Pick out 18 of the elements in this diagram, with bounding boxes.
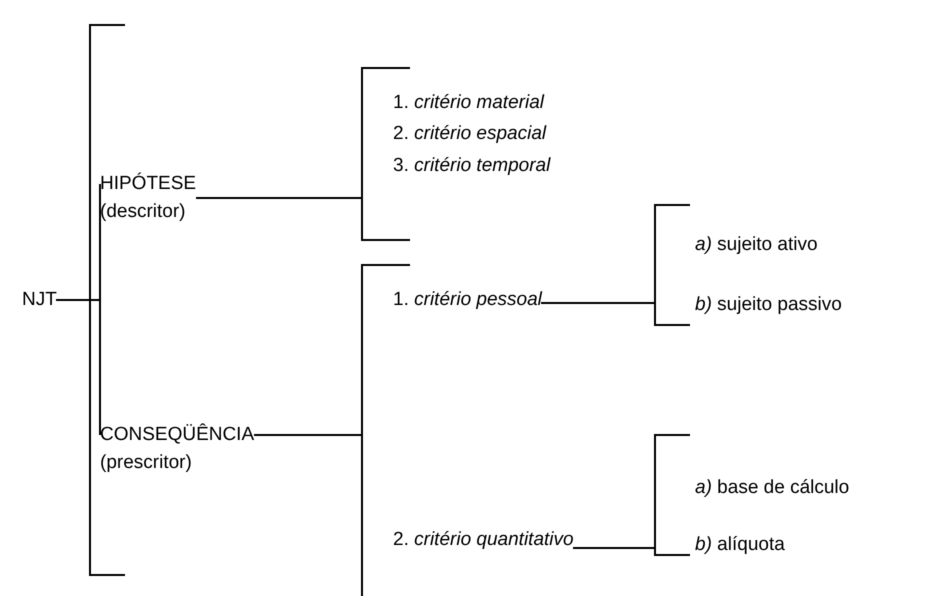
node-sublabel: (prescritor) [100, 451, 192, 475]
connector-line [573, 545, 656, 549]
node-label: 2. critério espacial [393, 122, 546, 146]
node-label: 1. critério pessoal [393, 288, 542, 312]
node-label: a) sujeito ativo [695, 233, 818, 257]
connector-line [56, 299, 101, 435]
node-label: CONSEQÜÊNCIA [100, 422, 254, 447]
node-label: NJT [22, 288, 57, 312]
node-label: b) alíquota [695, 533, 785, 557]
node-label: HIPÓTESE [100, 172, 196, 196]
node-label: a) base de cálculo [695, 476, 850, 500]
node-label: 3. critério temporal [393, 154, 550, 178]
node-label: 2. critério quantitativo [393, 528, 574, 552]
node-label: b) sujeito passivo [695, 293, 842, 317]
connector-line [254, 434, 363, 540]
node-label: 1. critério material [393, 91, 544, 115]
node-sublabel: (descritor) [100, 200, 186, 224]
connector-line [541, 302, 656, 305]
